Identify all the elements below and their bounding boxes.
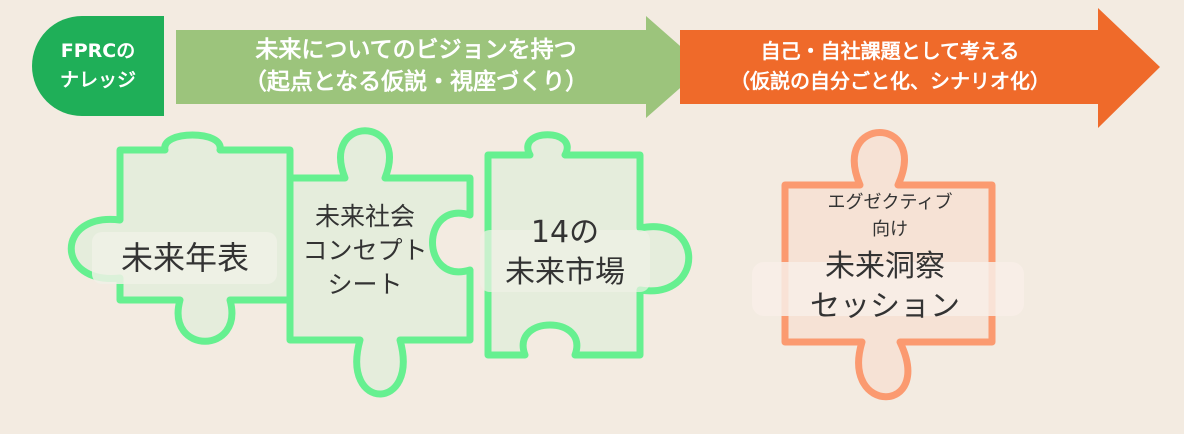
self-issue-title: 自己・自社課題として考える <box>760 39 1020 63</box>
future-timeline-label: 未来年表 <box>80 225 290 287</box>
self-issue-subtitle: （仮説の自分ごと化、シナリオ化） <box>730 69 1050 93</box>
puzzle-piece-concept <box>286 127 474 398</box>
market-line2: 未来市場 <box>505 255 625 290</box>
executive-label: エグゼクティブ 向け <box>790 186 990 246</box>
session-line1: 未来洞察 <box>825 249 945 284</box>
future-society-concept-sheet-label: 未来社会 コンセプト シート <box>270 196 460 306</box>
market-label-band <box>480 230 650 292</box>
self-issue-arrow <box>680 8 1160 128</box>
future-vision-arrow <box>176 16 704 118</box>
market-line1: 14の <box>530 215 600 250</box>
concept-line3: シート <box>327 270 403 299</box>
fprc-knowledge-badge: FPRCの ナレッジ <box>32 16 164 116</box>
future-vision-arrow-label: 未来についてのビジョンを持つ （起点となる仮説・視座づくり） <box>176 26 656 106</box>
future-timeline-text: 未来年表 <box>120 239 249 277</box>
future-vision-title: 未来についてのビジョンを持つ <box>255 37 577 63</box>
future-markets-label: 14の 未来市場 <box>470 208 660 298</box>
session-label-band <box>752 262 1024 316</box>
badge-line2: ナレッジ <box>59 69 136 91</box>
future-vision-subtitle: （起点となる仮説・視座づくり） <box>243 69 589 95</box>
executive-line1: エグゼクティブ <box>827 192 953 213</box>
executive-line2: 向け <box>872 219 908 240</box>
self-issue-arrow-label: 自己・自社課題として考える （仮説の自分ごと化、シナリオ化） <box>680 26 1100 106</box>
session-line2: セッション <box>810 289 960 324</box>
future-insight-session-label: 未来洞察 セッション <box>760 245 1010 329</box>
concept-line2: コンセプト <box>302 236 428 265</box>
concept-line1: 未来社会 <box>314 202 415 231</box>
badge-line1: FPRCの <box>60 40 136 62</box>
nenpyo-label-band <box>92 232 277 284</box>
